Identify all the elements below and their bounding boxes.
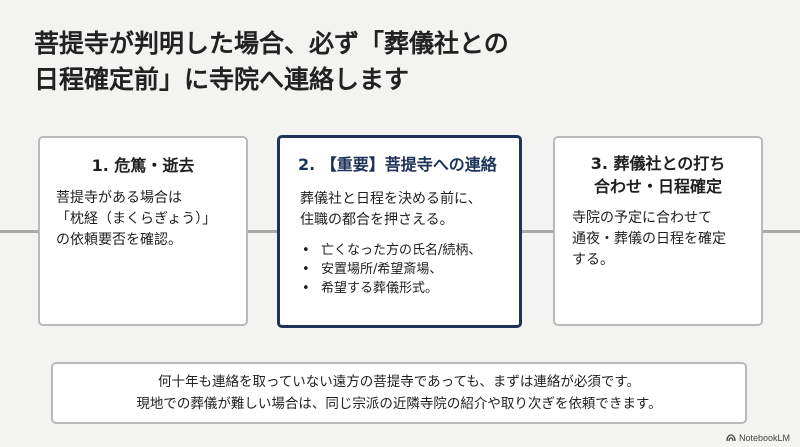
step-2-bullet-list: 亡くなった方の氏名/続柄、 安置場所/希望斎場、 希望する葬儀形式。 [280, 241, 519, 298]
step-1-heading: 1. 危篤・逝去 [91, 156, 195, 175]
note-line-2: 現地での葬儀が難しい場合は、同じ宗派の近隣寺院の紹介や取り次ぎを依頼できます。 [136, 396, 662, 412]
step-3-heading-line-2: 合わせ・日程確定 [593, 177, 722, 196]
note-box: 何十年も連絡を取っていない遠方の菩提寺であっても、まずは連絡が必須です。 現地で… [51, 362, 747, 424]
brand-watermark: NotebookLM [726, 433, 790, 443]
step-3-body: 寺院の予定に合わせて 通夜・葬儀の日程を確定 する。 [572, 210, 726, 268]
step-3-heading: 3. 葬儀社との打ち 合わせ・日程確定 [555, 138, 761, 198]
step-2-heading: 2. 【重要】菩提寺への連絡 [298, 155, 497, 174]
title-line-2: 日程確定前」に寺院へ連絡します [34, 65, 410, 94]
step-2-body: 葬儀社と日程を決める前に、 住職の都合を押さえる。 [300, 191, 482, 228]
brand-label: NotebookLM [738, 433, 790, 443]
note-line-1: 何十年も連絡を取っていない遠方の菩提寺であっても、まずは連絡が必須です。 [157, 374, 641, 390]
step-card-2-highlighted: 2. 【重要】菩提寺への連絡 葬儀社と日程を決める前に、 住職の都合を押さえる。… [277, 135, 522, 328]
step-1-body: 菩提寺がある場合は 「枕経（まくらぎょう）」 の依頼要否を確認。 [56, 190, 217, 248]
step-card-1: 1. 危篤・逝去 菩提寺がある場合は 「枕経（まくらぎょう）」 の依頼要否を確認… [38, 136, 248, 326]
step-3-heading-line-1: 3. 葬儀社との打ち [590, 154, 726, 173]
step-card-3: 3. 葬儀社との打ち 合わせ・日程確定 寺院の予定に合わせて 通夜・葬儀の日程を… [553, 136, 763, 326]
slide-title: 菩提寺が判明した場合、必ず「葬儀社との 日程確定前」に寺院へ連絡します [34, 26, 734, 98]
bullet-item: 亡くなった方の氏名/続柄、 [300, 241, 511, 260]
bullet-item: 安置場所/希望斎場、 [300, 260, 511, 279]
title-line-1: 菩提寺が判明した場合、必ず「葬儀社との [34, 29, 509, 58]
notebooklm-icon [726, 434, 736, 442]
bullet-item: 希望する葬儀形式。 [300, 279, 511, 298]
